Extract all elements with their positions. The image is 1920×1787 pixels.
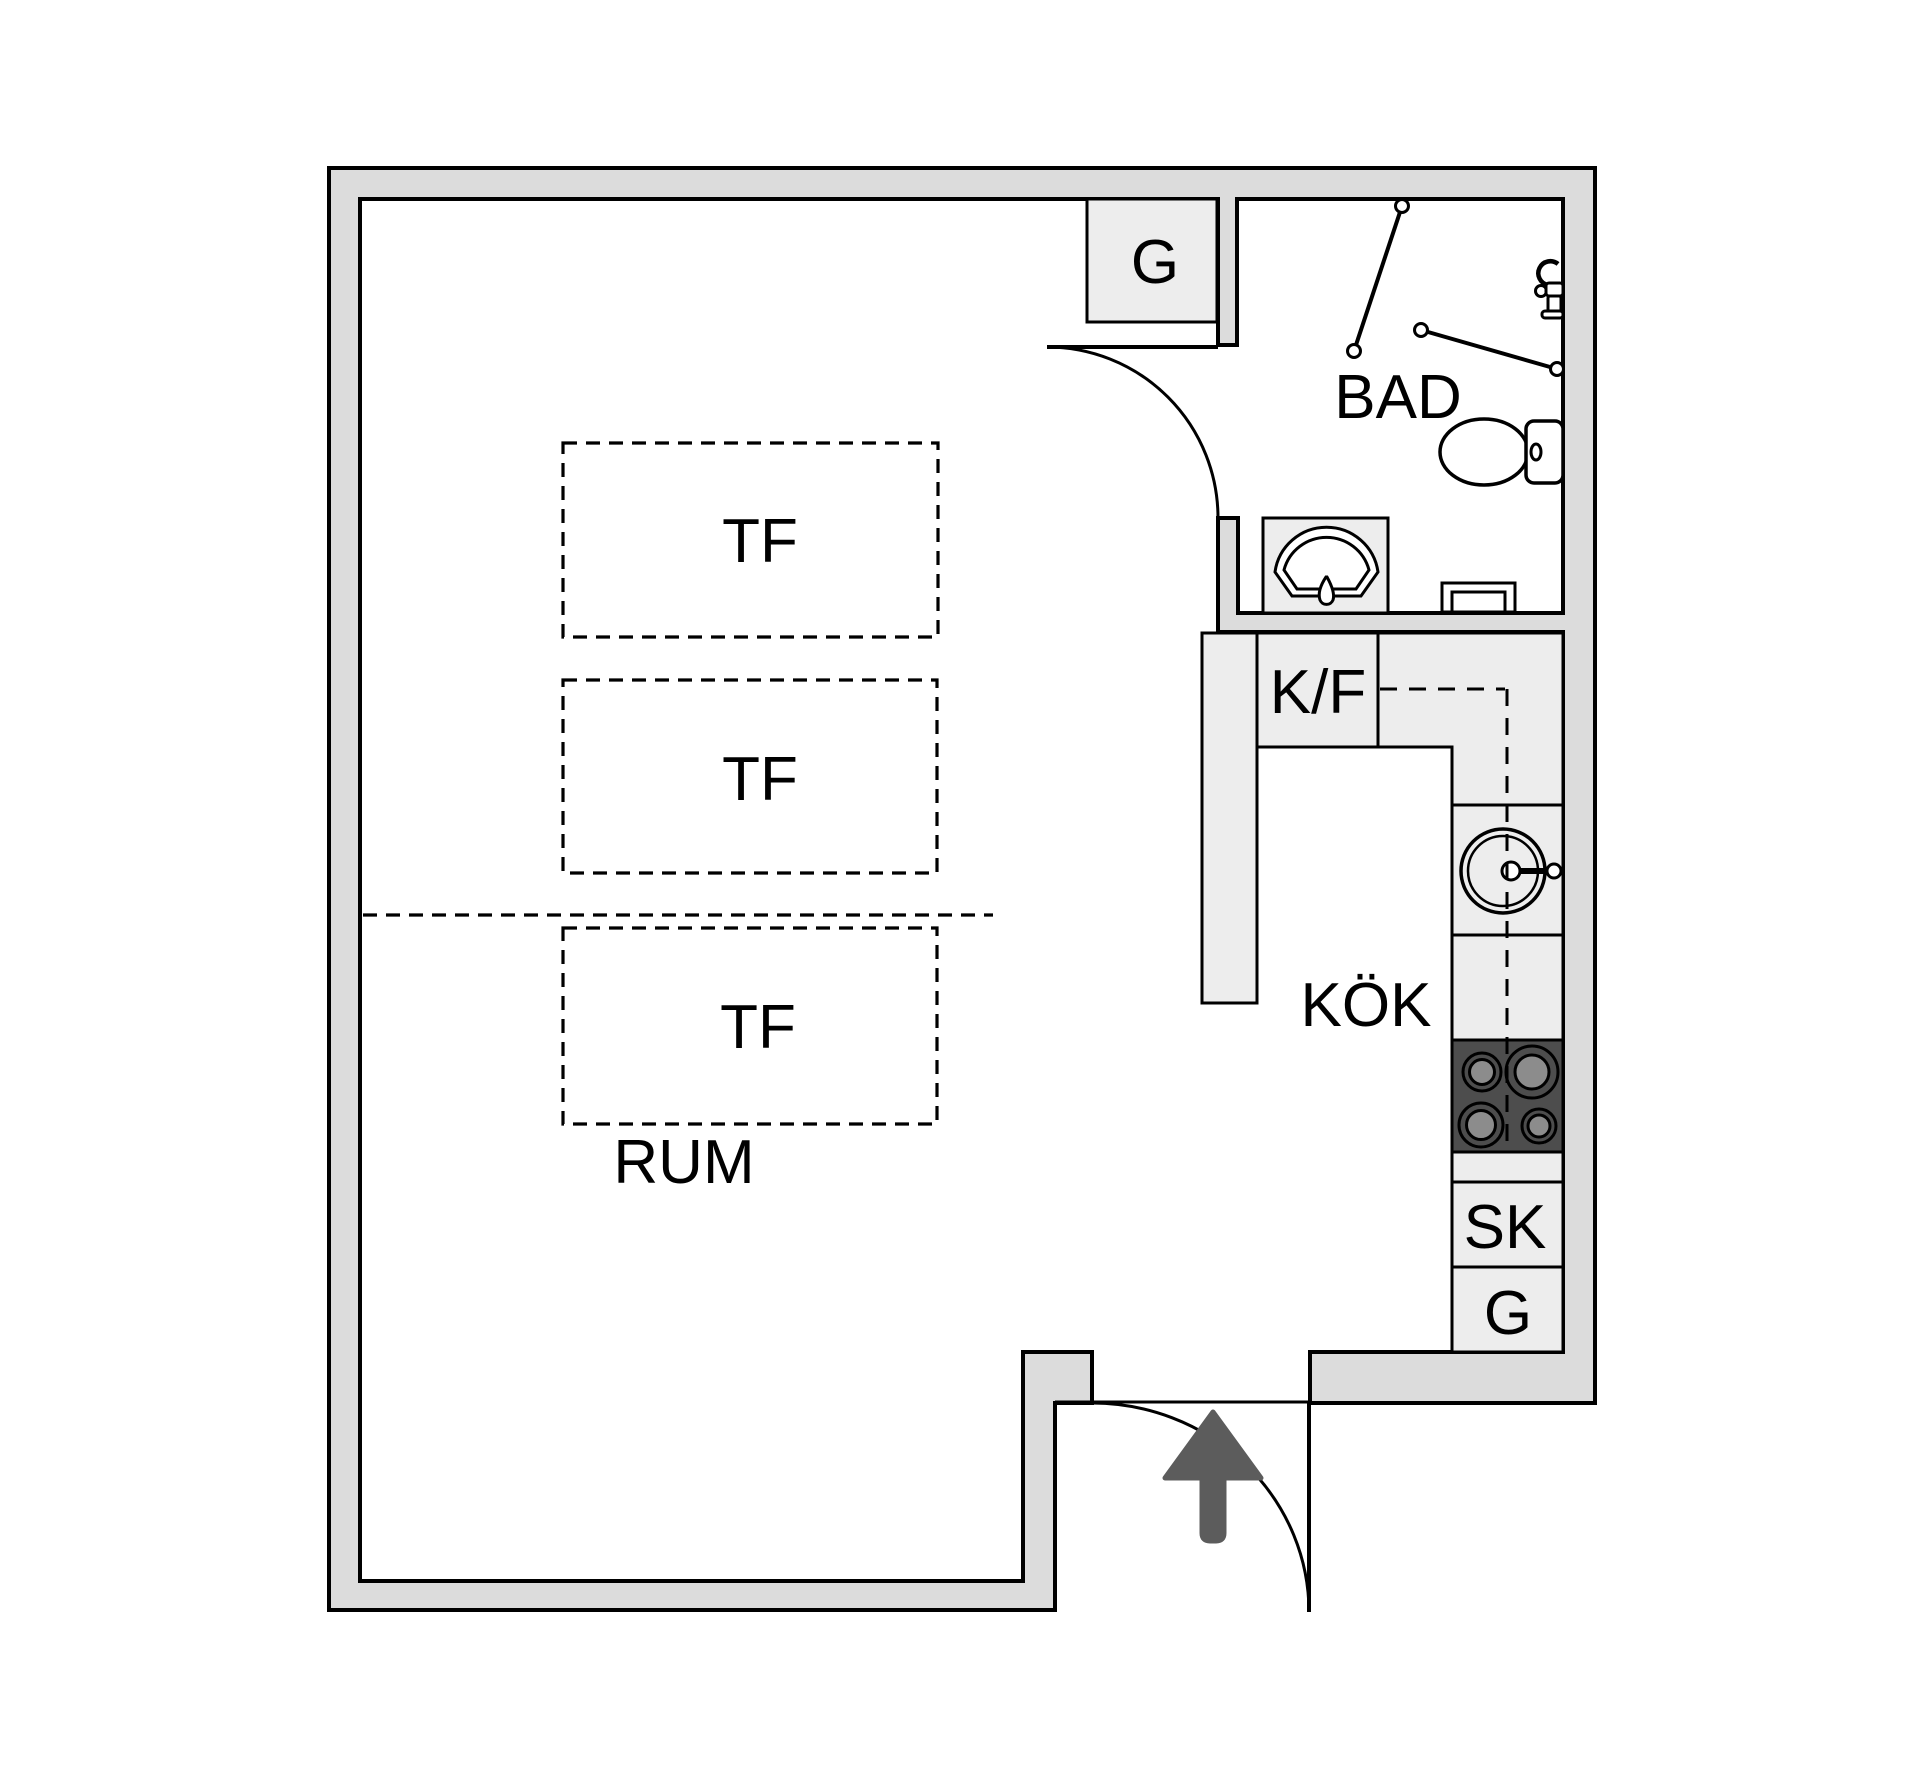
exterior-and-interior-walls [327,166,1597,1612]
bathroom-label: BAD [1334,363,1461,432]
washbasin-icon [1261,516,1390,615]
fridge-freezer-label: K/F [1270,658,1366,727]
shower-mixer-icon [1534,258,1565,320]
kitchen-partition-pillar [1200,631,1259,1005]
kitchen: K/F SK [1200,631,1565,1354]
overhead-zone-1 [561,441,940,639]
kitchen-label: KÖK [1301,971,1432,1040]
toilet-icon [1438,417,1565,487]
closet-top-label: G [1131,228,1179,297]
kitchen-closet-label: G [1484,1279,1532,1348]
kitchen-sink-icon [1459,827,1563,915]
shower-screen-hinge-dot [1394,198,1410,214]
overhead-zone-3 [561,926,939,1126]
shower-screen-hinge-dot [1346,343,1362,359]
kitchen-counter [1376,631,1565,807]
counter-projection-dashed-line [1380,687,1509,1152]
bath-mat-icon [1440,581,1517,614]
overhead-zone-2 [561,678,939,875]
cleaning-cabinet-box [1450,1180,1565,1269]
bathroom: BAD [1261,198,1565,615]
washbasin-tap [1317,575,1336,606]
toilet-flush-button [1529,442,1543,462]
shower-screen-hinge-dot [1413,322,1429,338]
kitchen-thin-cell [1450,1150,1565,1184]
toilet-tank [1524,419,1565,485]
overhead-zone-1-label: TF [722,507,798,576]
closet-top-box [1085,197,1219,324]
main-room: TF TF TF RUM [363,441,993,1197]
washbasin-bowl-inner [1282,535,1371,591]
fridge-freezer-box [1255,631,1380,749]
cleaning-cabinet-label: SK [1464,1193,1547,1262]
overhead-zone-2-label: TF [722,745,798,814]
toilet-bowl [1438,417,1530,487]
kitchen-closet-box [1450,1265,1565,1354]
shower-screen-hinge-dot [1549,361,1565,377]
closet-top: G [1085,197,1219,324]
bathroom-door-swing-arc-icon [1046,345,1220,519]
entry-direction-arrow-icon [1162,1409,1264,1544]
main-room-label: RUM [613,1128,754,1197]
shower-screen-line-2 [1420,328,1558,371]
overhead-zone-3-label: TF [720,993,796,1062]
shower-screen-line-1 [1352,205,1404,352]
bathroom-door [1046,345,1220,519]
